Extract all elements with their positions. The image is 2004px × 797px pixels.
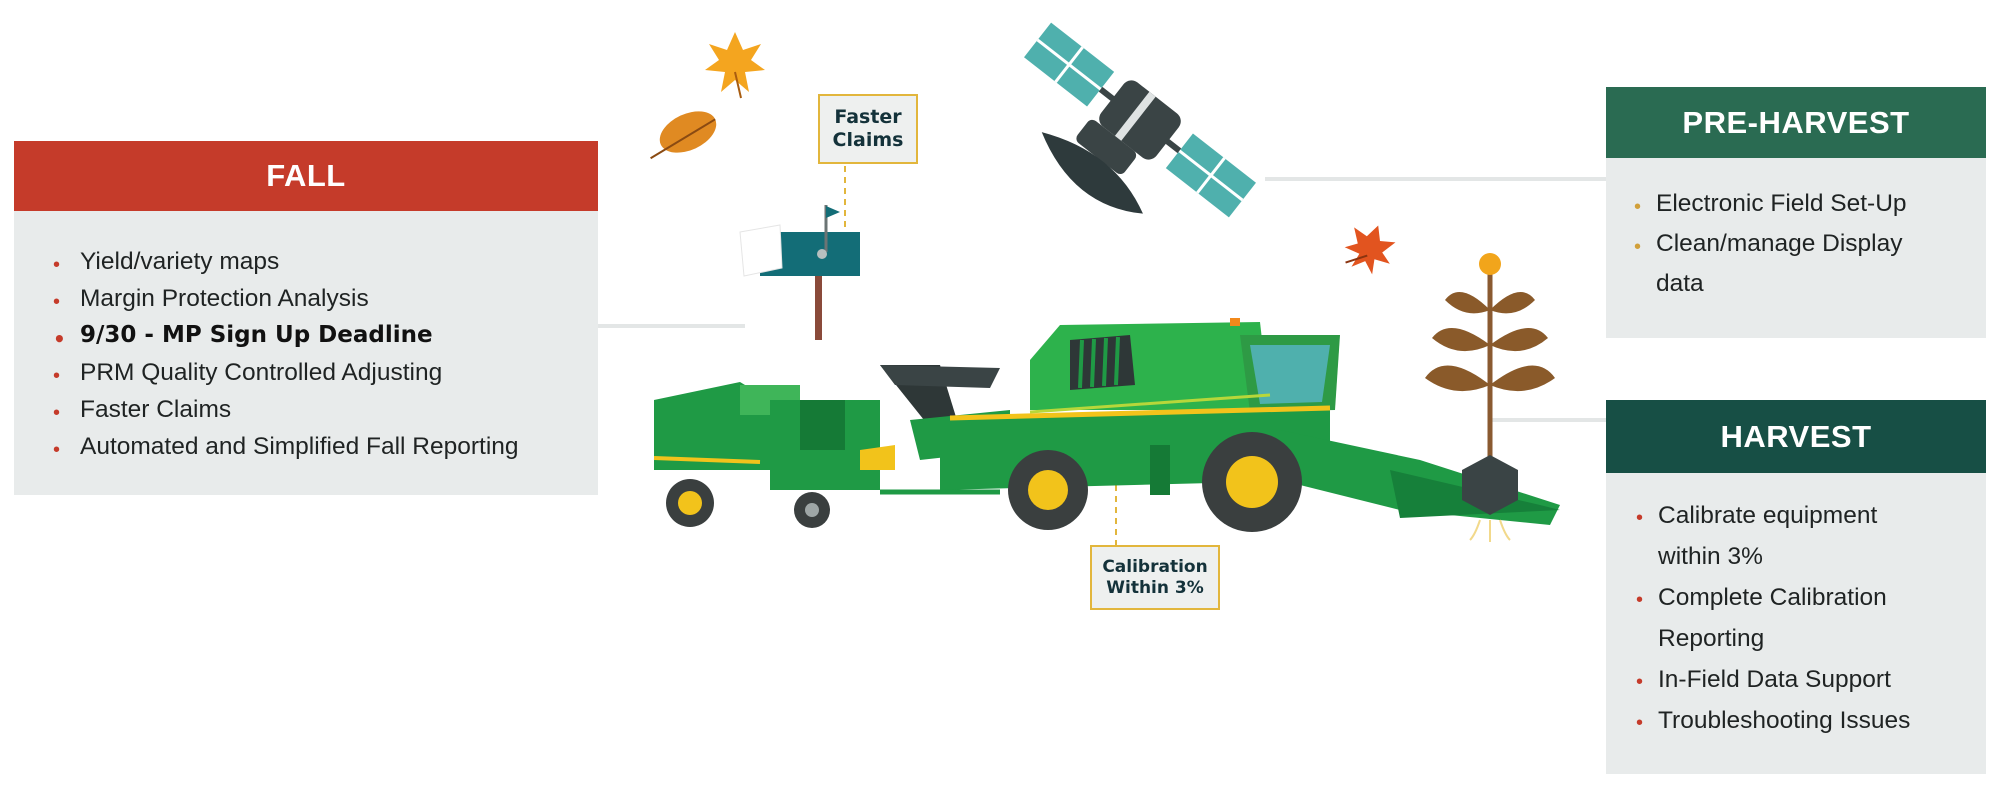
bullet-icon: • [53, 402, 61, 424]
fall-list: •Yield/variety maps •Margin Protection A… [14, 211, 598, 465]
bullet-icon: • [1634, 196, 1642, 218]
preharvest-panel: PRE-HARVEST •Electronic Field Set-Up •Cl… [1606, 87, 1986, 338]
callout-leader-lines [844, 166, 1117, 545]
bullet-icon: • [1636, 671, 1644, 693]
list-item: •Automated and Simplified Fall Reporting [53, 433, 519, 461]
list-item-continuation: within 3% [1658, 543, 1763, 570]
autumn-leaf-icon [705, 32, 765, 99]
calibration-callout: Calibration Within 3% [1090, 545, 1220, 610]
list-item: •In-Field Data Support [1636, 666, 1891, 693]
satellite-icon [1024, 22, 1256, 218]
list-item: •PRM Quality Controlled Adjusting [53, 359, 443, 387]
list-item-continuation: data [1656, 270, 1704, 297]
list-item: •Calibrate equipment [1636, 502, 1878, 529]
harvest-list: •Calibrate equipment within 3% •Complete… [1606, 473, 1986, 741]
bullet-icon: • [53, 254, 61, 276]
combine-harvester-icon [880, 318, 1560, 532]
connector-lines [598, 177, 1606, 422]
hay-baler-icon [653, 382, 1000, 528]
list-item: •Yield/variety maps [53, 248, 280, 276]
list-item-deadline: •9/30 - MP Sign Up Deadline [53, 322, 433, 351]
plant-sprout-icon [1425, 253, 1555, 542]
fall-panel: FALL •Yield/variety maps •Margin Protect… [14, 141, 598, 495]
list-item: •Electronic Field Set-Up [1634, 190, 1907, 218]
bullet-icon: • [53, 365, 61, 387]
bullet-icon: • [53, 439, 61, 461]
preharvest-panel-title: PRE-HARVEST [1606, 87, 1986, 158]
bullet-icon: • [1634, 236, 1642, 258]
bullet-icon: • [1636, 589, 1644, 611]
faster-claims-callout: Faster Claims [818, 94, 918, 164]
mailbox-icon [739, 205, 860, 340]
fall-panel-title: FALL [14, 141, 598, 211]
autumn-leaf-icon [650, 111, 717, 160]
list-item: •Margin Protection Analysis [53, 285, 369, 313]
preharvest-list: •Electronic Field Set-Up •Clean/manage D… [1606, 158, 1986, 304]
autumn-leaf-icon [1344, 225, 1396, 275]
list-item: •Troubleshooting Issues [1636, 707, 1911, 734]
list-item: •Faster Claims [53, 396, 232, 424]
list-item: •Clean/manage Display [1634, 230, 1903, 258]
bullet-icon: • [53, 291, 61, 313]
bullet-icon: • [1636, 507, 1644, 529]
list-item: •Complete Calibration [1636, 584, 1887, 611]
bullet-icon: • [53, 327, 66, 351]
harvest-panel-title: HARVEST [1606, 400, 1986, 473]
harvest-panel: HARVEST •Calibrate equipment within 3% •… [1606, 400, 1986, 774]
list-item-continuation: Reporting [1658, 625, 1765, 652]
bullet-icon: • [1636, 712, 1644, 734]
